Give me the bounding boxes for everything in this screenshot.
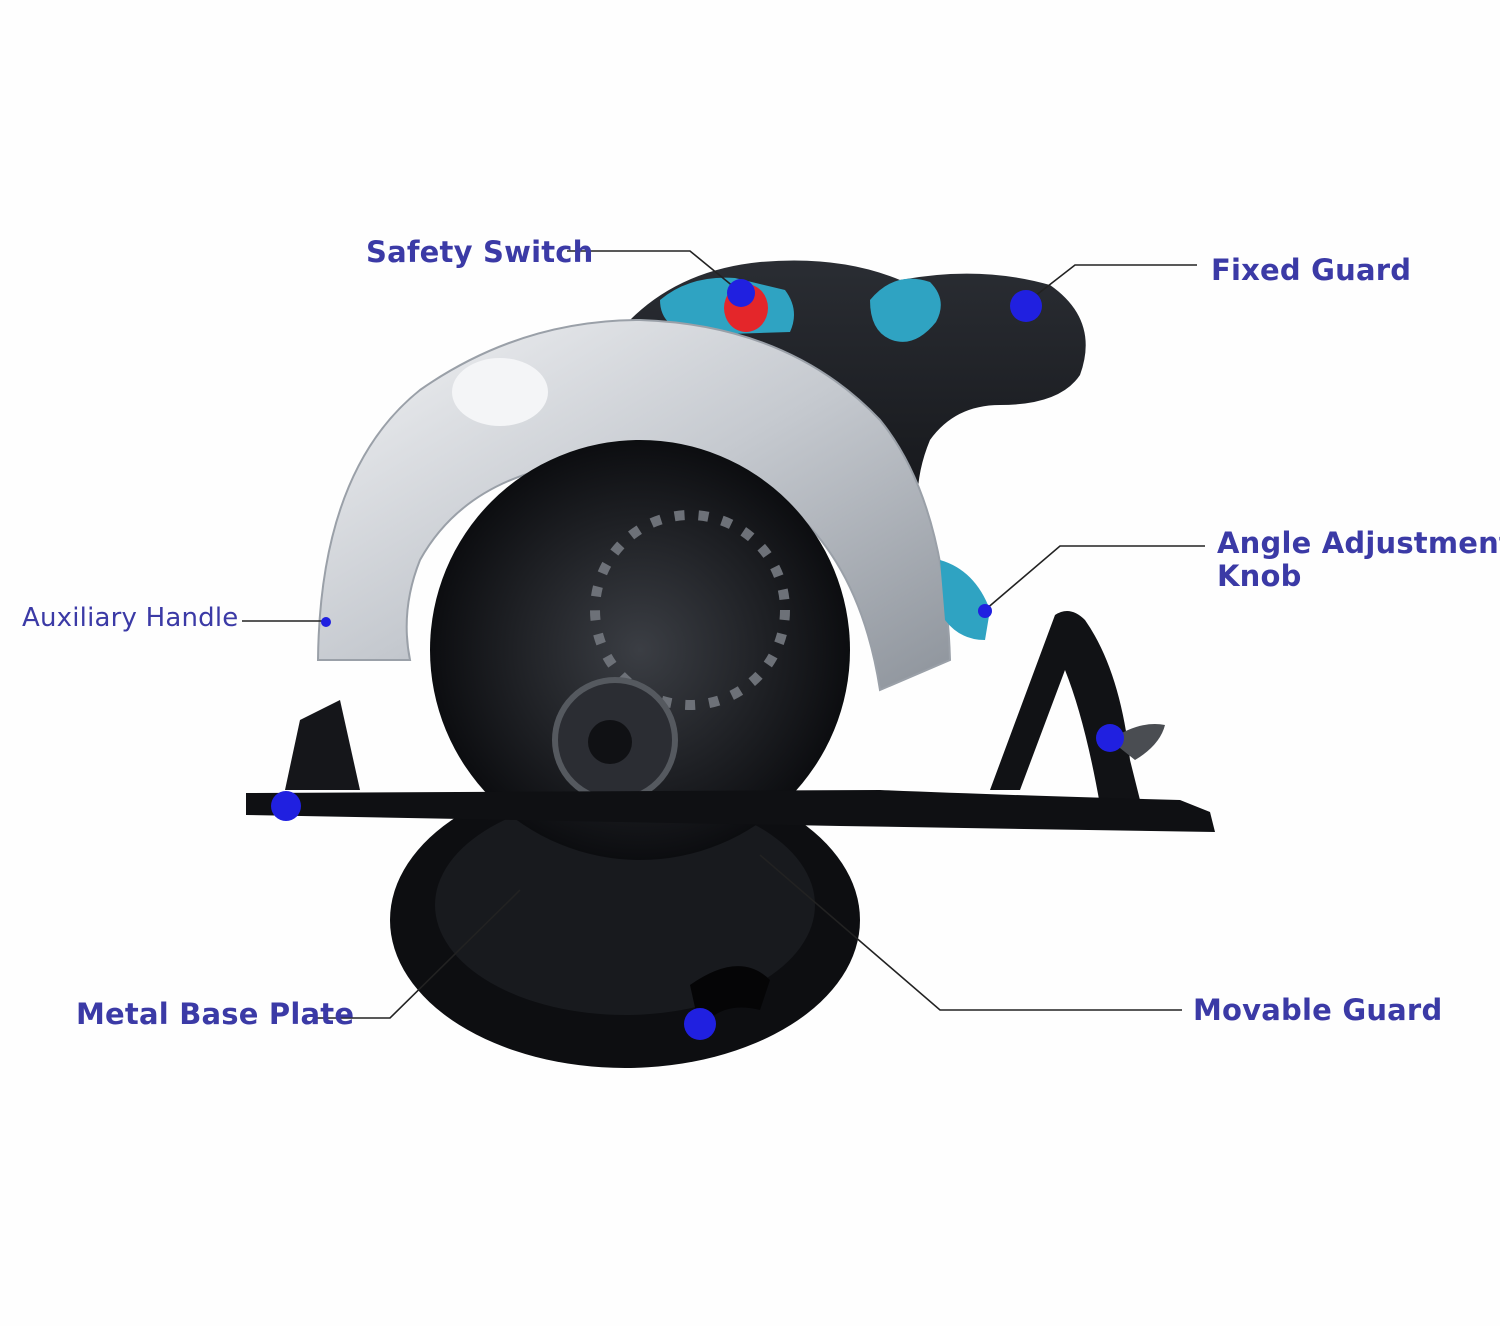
bevel-bracket	[990, 611, 1140, 805]
angle-adjustment-label-line2: Knob	[1217, 559, 1302, 593]
movable-guard-leader	[759, 854, 1182, 1011]
safety-switch-label: Safety Switch	[366, 235, 594, 269]
safety-switch-marker	[727, 279, 755, 307]
angle-knob-body	[940, 560, 990, 640]
bevel-knob-marker	[1096, 724, 1124, 752]
blade-fan	[590, 510, 790, 710]
movable-guard-label: Movable Guard	[1193, 993, 1443, 1027]
base-plate-left-bracket	[285, 700, 360, 790]
safety-switch-leader	[567, 250, 741, 293]
leader-lines	[242, 250, 1205, 1019]
auxiliary-handle-label: Auxiliary Handle	[22, 603, 239, 633]
arbor-bolt	[588, 720, 632, 764]
teal-trigger	[870, 278, 941, 342]
movable-guard-marker	[684, 1008, 716, 1040]
markers	[271, 279, 1124, 1040]
circular-saw-icon	[246, 260, 1215, 1068]
guard-label-patch	[452, 358, 548, 426]
base-plate	[246, 790, 1215, 832]
angle-adjustment-label: Angle Adjustment Knob	[1217, 527, 1500, 593]
bevel-knob	[1110, 724, 1165, 760]
lower-blade-inner	[435, 795, 815, 1015]
angle-adjustment-label-line1: Angle Adjustment	[1217, 526, 1500, 560]
angle-adjustment-marker	[978, 604, 992, 618]
metal-base-plate-label: Metal Base Plate	[76, 997, 355, 1031]
metal-base-plate-leader	[316, 889, 521, 1019]
auxiliary-handle-marker	[321, 617, 331, 627]
fixed-guard-leader	[1029, 264, 1197, 301]
base-plate-marker	[271, 791, 301, 821]
blade-housing	[430, 440, 850, 860]
angle-adjustment-leader	[984, 545, 1205, 611]
fixed-guard-marker	[1010, 290, 1042, 322]
fixed-guard-label: Fixed Guard	[1211, 253, 1412, 287]
